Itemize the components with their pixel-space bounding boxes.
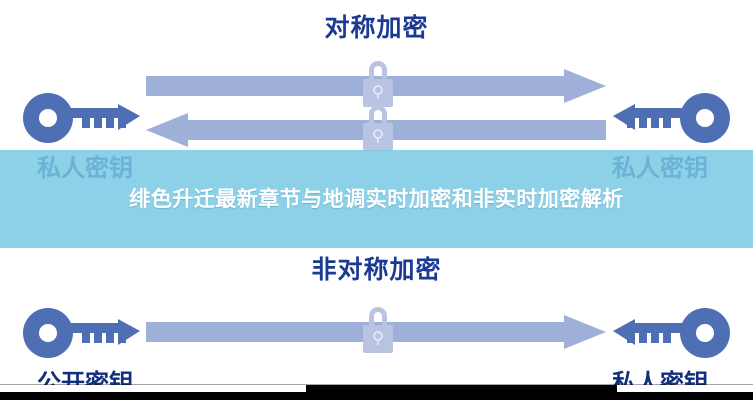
caption-overlay-band: 绯色升迁最新章节与地调实时加密和非实时加密解析 [0,150,753,248]
symmetric-section-title: 对称加密 [324,14,429,42]
key-icon [22,305,140,361]
asymmetric-encryption-section: 非对称加密 公开密钥 私 [0,245,753,397]
key-icon [613,90,731,146]
padlock-icon [358,56,398,108]
key-icon [22,90,140,146]
padlock-icon [358,302,398,354]
bottom-strip-notch-left [0,385,306,392]
padlock-icon [358,100,398,152]
bottom-strip-notch-right [617,385,753,392]
bottom-black-strip [0,385,753,400]
key-icon [613,305,731,361]
bottom-hairline [0,384,753,385]
caption-title-text: 绯色升迁最新章节与地调实时加密和非实时加密解析 [129,187,624,211]
asymmetric-section-title: 非对称加密 [311,256,442,284]
